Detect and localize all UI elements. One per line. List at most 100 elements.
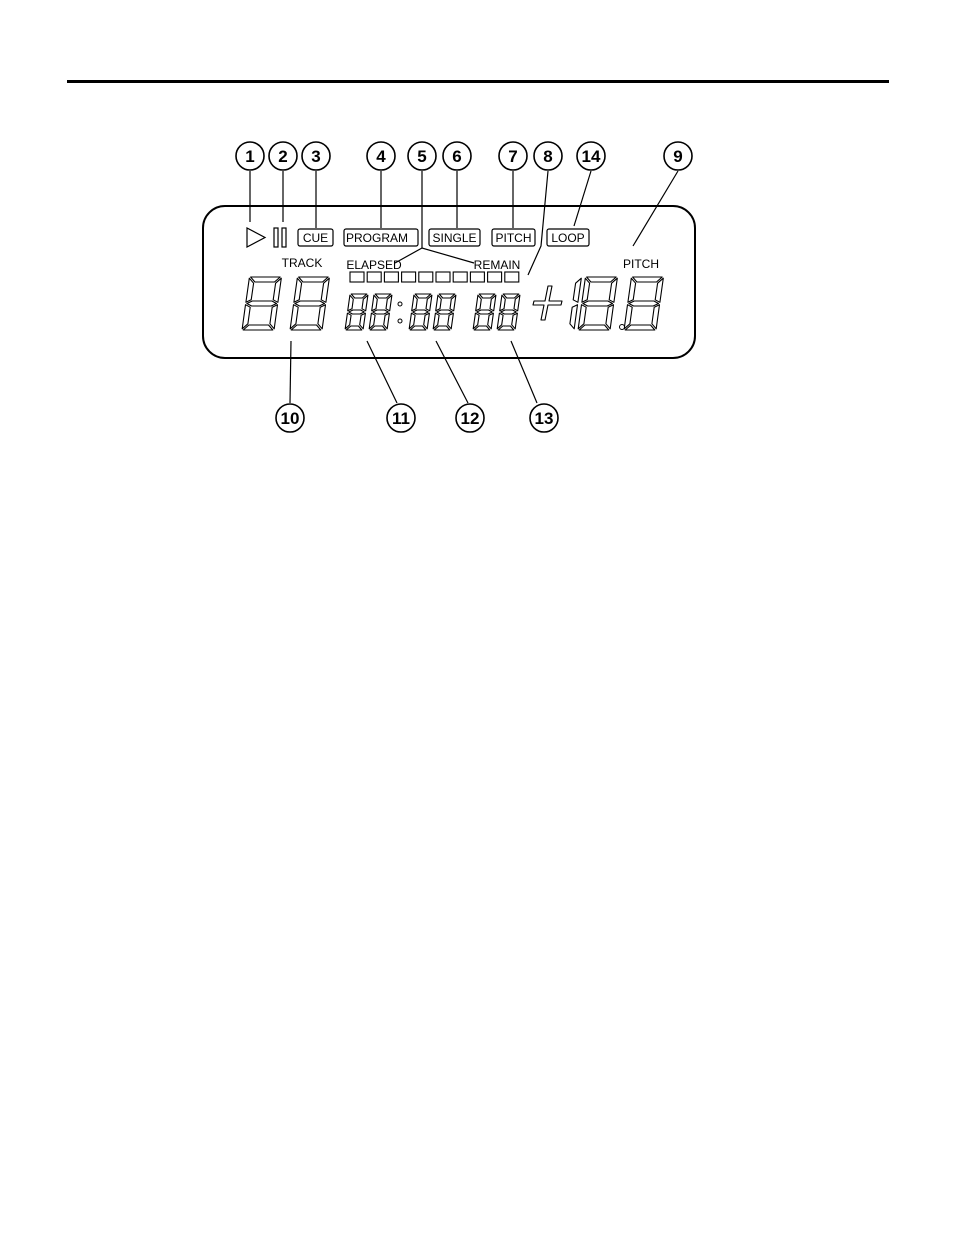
digit-segment	[385, 294, 393, 312]
digit-segment	[654, 277, 664, 303]
progress-segment	[349, 271, 365, 283]
svg-text:PITCH: PITCH	[496, 231, 532, 245]
digit-segment	[414, 293, 432, 299]
leader-lines	[249, 170, 679, 404]
digit-segment	[572, 277, 582, 303]
time-colon-dot	[397, 301, 403, 307]
digit-segment	[290, 324, 322, 331]
digit-segment	[476, 309, 493, 315]
digit-segment	[496, 312, 504, 330]
digit-segment	[608, 277, 618, 303]
elapsed-label: ELAPSED	[346, 258, 402, 272]
digit-segment	[605, 304, 615, 330]
digit-segment	[289, 304, 299, 330]
digit-segment	[350, 293, 368, 299]
digit-segment	[478, 293, 496, 299]
time-seconds-digit	[432, 293, 457, 331]
digit-segment	[371, 294, 378, 312]
digit-segment	[368, 312, 376, 330]
digit-segment	[298, 276, 329, 283]
digit-segment	[269, 304, 279, 330]
header-rule	[67, 80, 889, 83]
digit-segment	[511, 312, 518, 330]
progress-bar	[349, 271, 520, 283]
digit-segment	[578, 324, 610, 331]
digit-segment	[425, 294, 433, 312]
digit-segment	[369, 325, 387, 331]
time-frames-digit	[496, 293, 521, 331]
digit-segment	[435, 294, 442, 312]
svg-text:LOOP: LOOP	[551, 231, 584, 245]
digit-segment	[624, 324, 656, 331]
digit-segment	[242, 324, 274, 331]
svg-text:PROGRAM: PROGRAM	[346, 231, 408, 245]
digit-segment	[432, 312, 440, 330]
digit-segment	[250, 276, 281, 283]
svg-text:4: 4	[376, 147, 386, 166]
digit-segment	[345, 325, 363, 331]
digit-segment	[499, 294, 506, 312]
progress-segment	[366, 271, 382, 283]
pause-bars-icon	[273, 227, 287, 248]
svg-text:3: 3	[311, 147, 320, 166]
digit-segment	[582, 300, 614, 307]
svg-text:10: 10	[281, 409, 300, 428]
digit-segment	[294, 300, 326, 307]
callout-5: 5	[407, 141, 437, 171]
track-label: TRACK	[282, 256, 323, 270]
callout-12: 12	[455, 403, 485, 433]
progress-segment	[504, 271, 520, 283]
segment-digits	[241, 276, 664, 331]
svg-text:1: 1	[245, 147, 254, 166]
digit-segment	[411, 294, 418, 312]
pitch-digit	[577, 276, 618, 331]
progress-segment	[469, 271, 485, 283]
digit-segment	[449, 294, 457, 312]
time-minutes-digit	[368, 293, 393, 331]
digit-segment	[245, 277, 255, 303]
digit-segment	[497, 325, 515, 331]
digit-segment	[513, 294, 521, 312]
play-triangle-icon	[246, 227, 267, 248]
progress-segment	[487, 271, 503, 283]
callout-3: 3	[301, 141, 331, 171]
digit-segment	[359, 312, 366, 330]
digit-segment	[581, 277, 591, 303]
progress-segment	[435, 271, 451, 283]
digit-segment	[408, 312, 416, 330]
callout-6: 6	[442, 141, 472, 171]
digit-segment	[472, 312, 480, 330]
callout-9: 9	[663, 141, 693, 171]
digit-segment	[374, 293, 392, 299]
remain-label: REMAIN	[474, 258, 521, 272]
pitch-digit	[623, 276, 664, 331]
digit-segment	[423, 312, 430, 330]
digit-segment	[361, 294, 369, 312]
callout-14: 14	[576, 141, 606, 171]
digit-segment	[317, 304, 327, 330]
digit-segment	[436, 309, 453, 315]
digit-segment	[473, 325, 491, 331]
digit-segment	[412, 309, 429, 315]
digit-segment	[320, 277, 330, 303]
pitch-box-indicator: PITCH	[491, 228, 536, 247]
callout-1: 1	[235, 141, 265, 171]
digit-segment	[628, 300, 660, 307]
cue-indicator: CUE	[297, 228, 334, 247]
digit-segment	[347, 294, 354, 312]
digit-segment	[577, 304, 587, 330]
svg-text:12: 12	[461, 409, 480, 428]
callout-markers: 1 2 3 4 5 6 7 8 14 9 10 11 12 13	[235, 141, 693, 433]
digit-segment	[500, 309, 517, 315]
digit-segment	[383, 312, 390, 330]
digit-segment	[632, 276, 663, 283]
svg-text:6: 6	[452, 147, 461, 166]
svg-text:11: 11	[392, 409, 410, 428]
digit-segment	[502, 293, 520, 299]
svg-text:13: 13	[535, 409, 554, 428]
digit-segment	[246, 300, 278, 307]
digit-segment	[438, 293, 456, 299]
svg-text:14: 14	[582, 147, 601, 166]
digit-segment	[627, 277, 637, 303]
